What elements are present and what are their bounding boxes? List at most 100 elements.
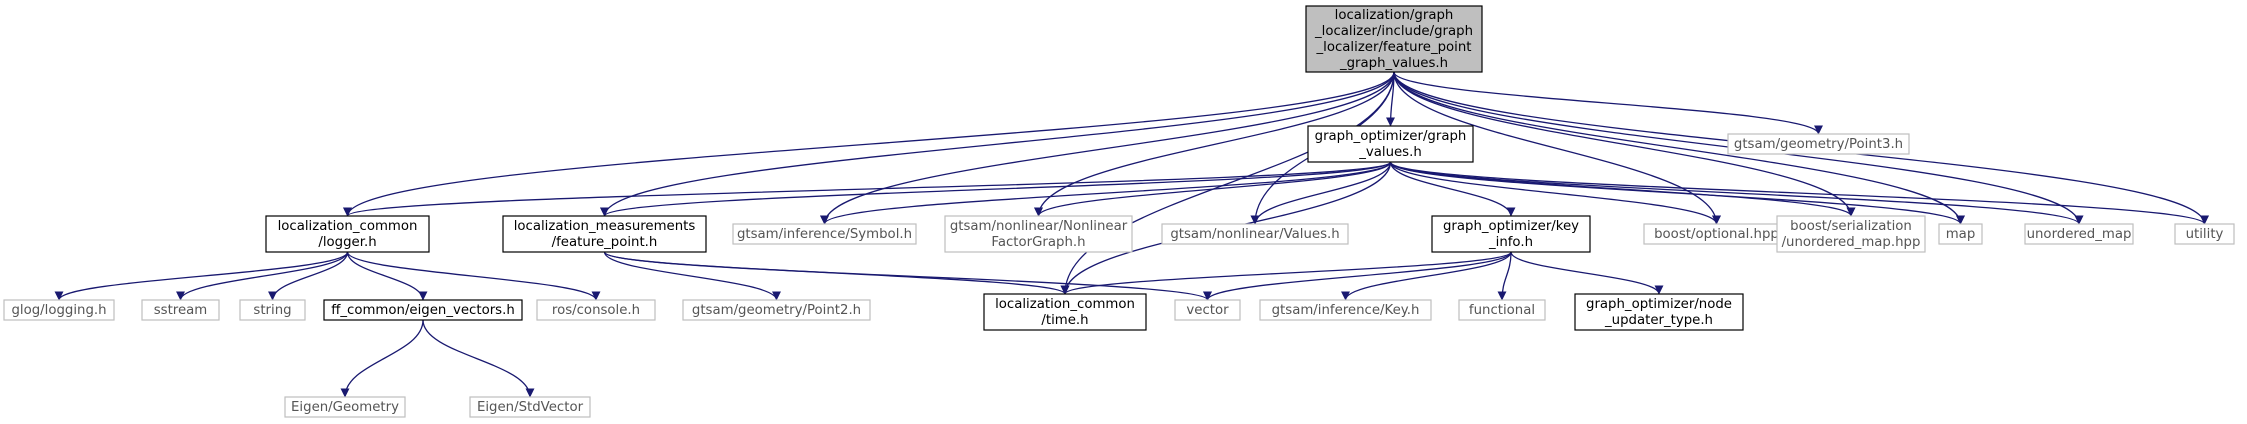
node-eigeo: Eigen/Geometry bbox=[284, 396, 406, 418]
node-box-root bbox=[1305, 5, 1483, 73]
node-label-eigeo-line-0: Eigen/Geometry bbox=[291, 400, 399, 415]
edge-root-to-logger bbox=[343, 71, 1395, 217]
node-label-glog-line-0: glog/logging.h bbox=[11, 303, 106, 318]
node-box-roscon bbox=[536, 299, 656, 321]
node-box-umap bbox=[2024, 223, 2134, 245]
node-logger[interactable]: localization_common/logger.h bbox=[265, 215, 430, 253]
node-label-nut-line-1: _updater_type.h bbox=[1604, 313, 1713, 328]
node-label-root-line-1: _localizer/include/graph bbox=[1314, 24, 1473, 39]
edge-keyinfo-to-key bbox=[1341, 251, 1512, 301]
edge-keyinfo-to-vector bbox=[1203, 251, 1512, 301]
node-bser: boost/serialization/unordered_map.hpp bbox=[1776, 215, 1926, 253]
node-box-eigeo bbox=[284, 396, 406, 418]
node-label-keyinfo-line-0: graph_optimizer/key bbox=[1443, 219, 1579, 234]
edge-root-to-fpoint bbox=[600, 71, 1395, 217]
node-keyinfo[interactable]: graph_optimizer/key_info.h bbox=[1431, 215, 1591, 253]
node-point2: gtsam/geometry/Point2.h bbox=[682, 299, 871, 321]
edge-root-to-symbol bbox=[820, 71, 1395, 225]
node-box-bser bbox=[1776, 215, 1926, 253]
node-box-glog bbox=[3, 299, 115, 321]
edge-root-to-bser bbox=[1393, 71, 1856, 217]
edge-root-to-nlfg bbox=[1034, 71, 1395, 217]
node-eigvec[interactable]: ff_common/eigen_vectors.h bbox=[323, 299, 523, 321]
node-box-nlfg bbox=[944, 215, 1133, 253]
node-vector: vector bbox=[1174, 299, 1241, 321]
edge-gv-to-symbol bbox=[820, 161, 1392, 225]
edge-gv-to-logger bbox=[343, 161, 1392, 217]
node-label-fpoint-line-1: /feature_point.h bbox=[552, 235, 658, 250]
edge-gv-to-utility bbox=[1389, 161, 2209, 225]
node-label-nlfg-line-1: FactorGraph.h bbox=[991, 235, 1085, 250]
node-label-gv-line-0: graph_optimizer/graph bbox=[1315, 129, 1467, 144]
node-functional: functional bbox=[1458, 299, 1546, 321]
edge-gv-to-keyinfo bbox=[1389, 161, 1516, 217]
edge-logger-to-string bbox=[268, 251, 349, 301]
edge-keyinfo-to-time bbox=[1060, 251, 1512, 295]
edge-eigvec-to-eigstd bbox=[422, 319, 535, 398]
node-label-eigstd-line-0: Eigen/StdVector bbox=[477, 400, 584, 415]
node-label-gv-line-1: _values.h bbox=[1358, 145, 1422, 160]
node-gv[interactable]: graph_optimizer/graph_values.h bbox=[1307, 125, 1474, 163]
edge-gv-to-optional bbox=[1389, 161, 1721, 225]
node-point3: gtsam/geometry/Point3.h bbox=[1727, 133, 1910, 155]
edge-gv-to-fpoint bbox=[600, 161, 1392, 217]
node-label-functional-line-0: functional bbox=[1469, 303, 1535, 318]
node-box-point3 bbox=[1727, 133, 1910, 155]
node-label-time-line-0: localization_common bbox=[995, 297, 1135, 312]
node-label-optional-line-0: boost/optional.hpp bbox=[1654, 227, 1779, 242]
node-label-logger-line-1: /logger.h bbox=[318, 235, 376, 250]
edge-keyinfo-to-functional bbox=[1497, 251, 1512, 301]
node-box-sstream bbox=[141, 299, 220, 321]
node-label-fpoint-line-0: localization_measurements bbox=[514, 219, 696, 234]
edge-fpoint-to-vector bbox=[603, 251, 1212, 301]
edge-gv-to-nlfg bbox=[1034, 161, 1392, 217]
node-label-roscon-line-0: ros/console.h bbox=[552, 303, 640, 318]
node-box-fpoint bbox=[502, 215, 707, 253]
edge-gv-to-values bbox=[1250, 161, 1392, 225]
node-key: gtsam/inference/Key.h bbox=[1259, 299, 1432, 321]
node-sstream: sstream bbox=[141, 299, 220, 321]
node-fpoint[interactable]: localization_measurements/feature_point.… bbox=[502, 215, 707, 253]
node-values: gtsam/nonlinear/Values.h bbox=[1161, 223, 1349, 245]
node-umap: unordered_map bbox=[2024, 223, 2134, 245]
node-label-time-line-1: /time.h bbox=[1041, 313, 1088, 328]
node-label-symbol-line-0: gtsam/inference/Symbol.h bbox=[737, 227, 912, 242]
node-utility: utility bbox=[2174, 223, 2235, 245]
node-box-eigstd bbox=[469, 396, 591, 418]
node-box-values bbox=[1161, 223, 1349, 245]
edge-eigvec-to-eigeo bbox=[340, 319, 424, 398]
node-label-point3-line-0: gtsam/geometry/Point3.h bbox=[1734, 137, 1903, 152]
node-time[interactable]: localization_common/time.h bbox=[983, 293, 1147, 331]
edge-keyinfo-to-nut bbox=[1510, 251, 1664, 295]
node-label-keyinfo-line-1: _info.h bbox=[1488, 235, 1533, 250]
node-box-string bbox=[239, 299, 306, 321]
edge-logger-to-eigvec bbox=[346, 251, 428, 301]
node-nut[interactable]: graph_optimizer/node_updater_type.h bbox=[1574, 293, 1744, 331]
node-box-key bbox=[1259, 299, 1432, 321]
node-label-map-line-0: map bbox=[1946, 227, 1976, 242]
node-label-logger-line-0: localization_common bbox=[278, 219, 418, 234]
edge-root-to-map bbox=[1393, 71, 1965, 225]
node-label-string-line-0: string bbox=[253, 303, 291, 318]
node-root[interactable]: localization/graph_localizer/include/gra… bbox=[1305, 5, 1483, 73]
node-map: map bbox=[1938, 223, 1983, 245]
node-label-bser-line-0: boost/serialization bbox=[1790, 219, 1912, 234]
node-label-values-line-0: gtsam/nonlinear/Values.h bbox=[1170, 227, 1339, 242]
node-box-utility bbox=[2174, 223, 2235, 245]
edge-logger-to-roscon bbox=[346, 251, 601, 301]
node-label-utility-line-0: utility bbox=[2186, 227, 2224, 242]
node-box-logger bbox=[265, 215, 430, 253]
node-label-key-line-0: gtsam/inference/Key.h bbox=[1272, 303, 1420, 318]
node-label-nlfg-line-0: gtsam/nonlinear/Nonlinear bbox=[950, 219, 1128, 234]
node-label-root-line-0: localization/graph bbox=[1335, 8, 1454, 23]
node-label-nut-line-0: graph_optimizer/node bbox=[1586, 297, 1732, 312]
node-symbol: gtsam/inference/Symbol.h bbox=[732, 223, 917, 245]
node-optional: boost/optional.hpp bbox=[1643, 223, 1790, 245]
node-box-functional bbox=[1458, 299, 1546, 321]
node-box-eigvec bbox=[323, 299, 523, 321]
edge-logger-to-glog bbox=[54, 251, 349, 301]
node-string: string bbox=[239, 299, 306, 321]
edge-gv-to-umap bbox=[1389, 161, 2084, 225]
node-label-sstream-line-0: sstream bbox=[154, 303, 208, 318]
edge-root-to-optional bbox=[1393, 71, 1721, 225]
